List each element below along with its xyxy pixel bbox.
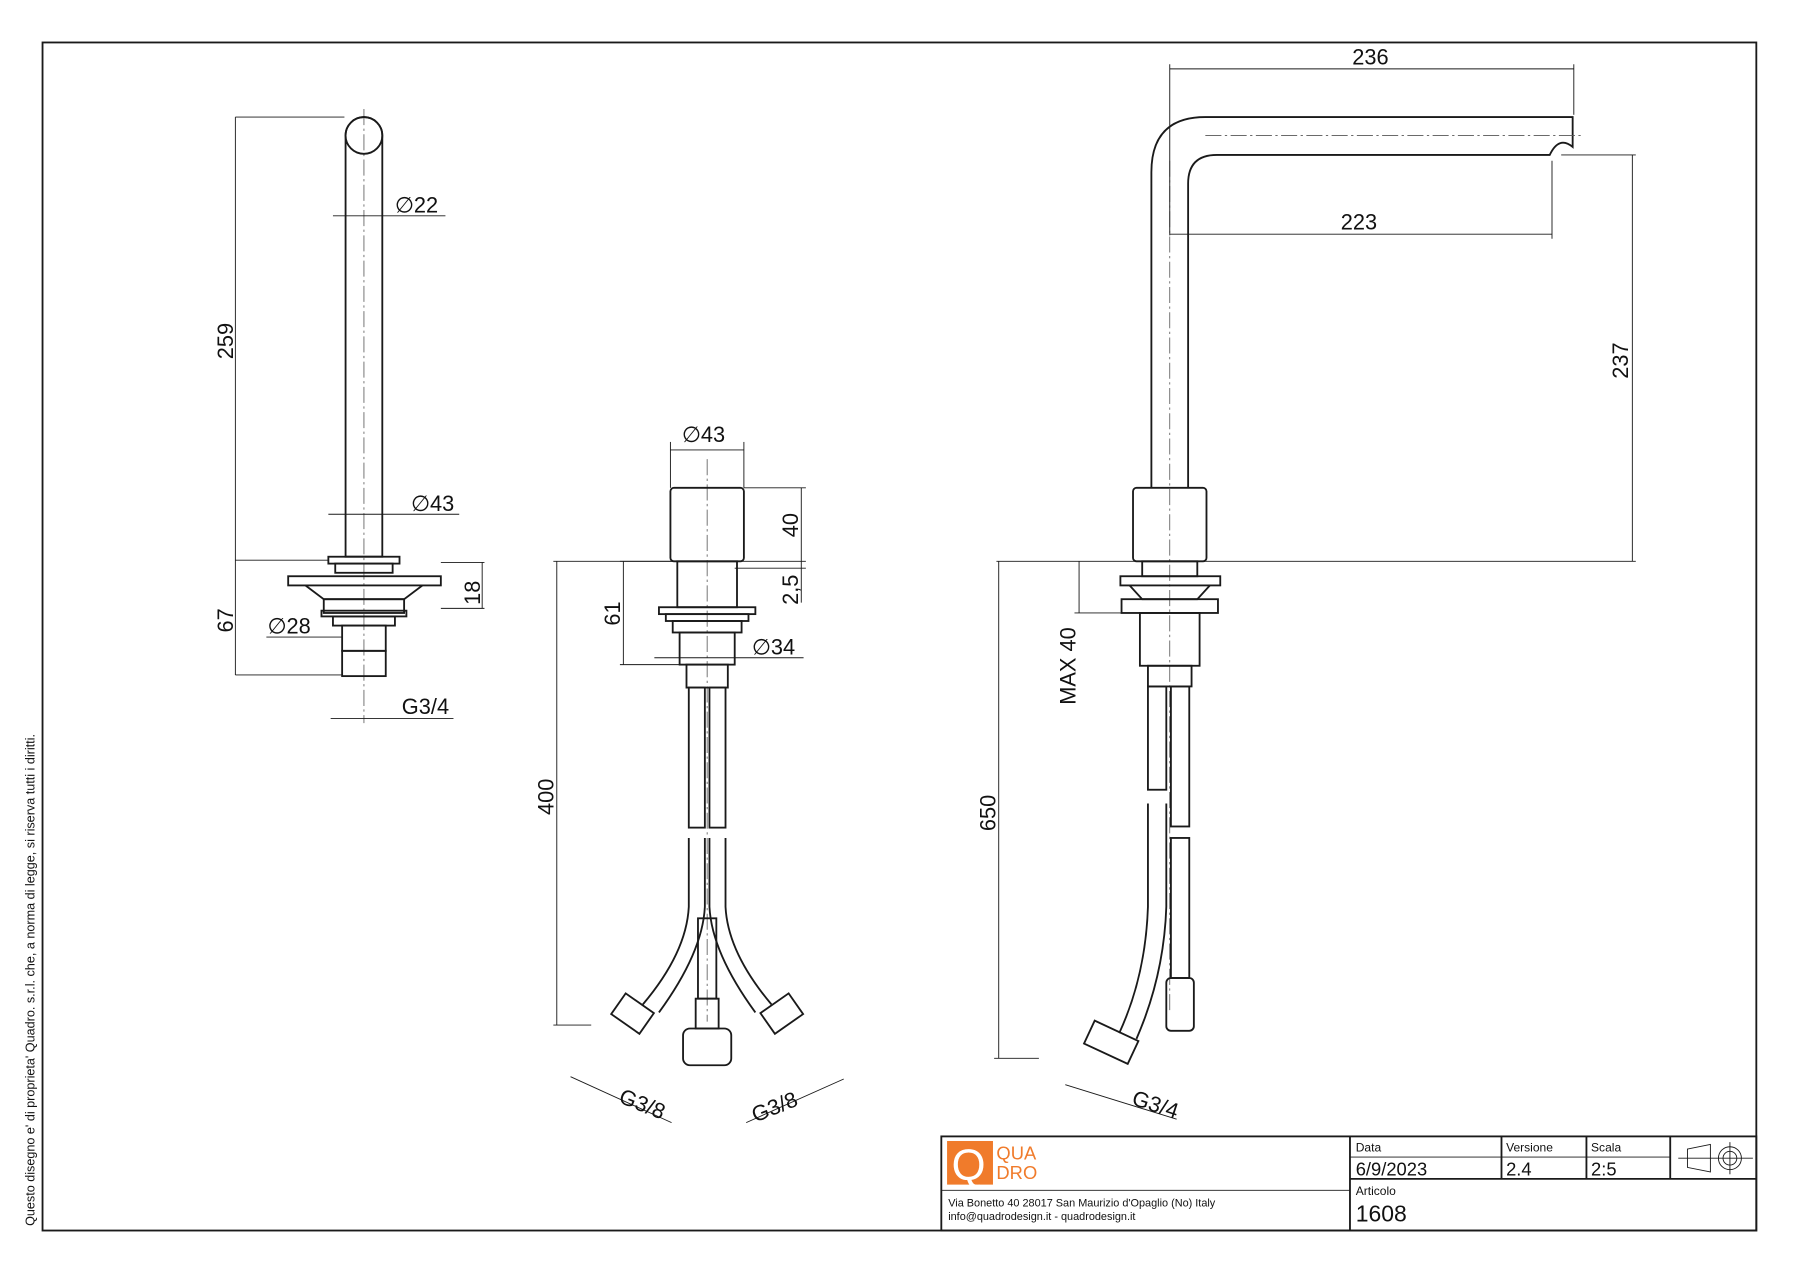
left-view-spout: ∅22 259 ∅43 67 ∅28 18 G3/4 xyxy=(213,109,485,724)
dim-left-18: 18 xyxy=(460,581,485,605)
scale-value: 2:5 xyxy=(1591,1158,1617,1179)
dim-right-g34: G3/4 xyxy=(1129,1085,1182,1123)
dim-right-236: 236 xyxy=(1352,44,1388,69)
dim-mid-g38-right: G3/8 xyxy=(748,1086,801,1127)
svg-text:QUA: QUA xyxy=(996,1142,1037,1163)
version-value: 2.4 xyxy=(1506,1158,1532,1179)
copyright-note: Questo disegno e' di proprieta' Quadro. … xyxy=(23,734,37,1226)
dim-left-259: 259 xyxy=(213,323,238,359)
dim-mid-400: 400 xyxy=(533,779,558,815)
dim-mid-2-5: 2,5 xyxy=(778,575,803,605)
title-block: Q QUA DRO Via Bonetto 40 28017 San Mauri… xyxy=(940,1135,1758,1232)
dim-mid-40: 40 xyxy=(778,513,803,537)
company-address: Via Bonetto 40 28017 San Maurizio d'Opag… xyxy=(948,1197,1216,1209)
third-angle-projection-icon xyxy=(1678,1142,1753,1175)
dim-left-dia-22: ∅22 xyxy=(395,192,438,217)
company-contact: info@quadrodesign.it - quadrodesign.it xyxy=(948,1211,1135,1223)
drawing-border xyxy=(41,41,1758,1232)
dim-left-dia-28: ∅28 xyxy=(268,614,311,639)
article-value: 1608 xyxy=(1356,1200,1407,1226)
dim-right-223: 223 xyxy=(1341,210,1377,235)
dim-right-237: 237 xyxy=(1608,342,1633,378)
dim-left-67: 67 xyxy=(213,608,238,632)
dim-mid-61: 61 xyxy=(600,601,625,625)
dim-mid-g38-left: G3/8 xyxy=(616,1083,669,1124)
dim-right-max-40: MAX 40 xyxy=(1056,627,1081,705)
dim-mid-dia-43: ∅43 xyxy=(682,422,725,447)
date-label: Data xyxy=(1356,1140,1382,1154)
dim-mid-dia-34: ∅34 xyxy=(752,634,795,659)
dim-left-g34: G3/4 xyxy=(402,694,449,719)
quadro-logo: Q QUA DRO xyxy=(947,1140,1037,1190)
svg-text:Q: Q xyxy=(952,1142,986,1190)
article-label: Articolo xyxy=(1356,1184,1396,1198)
dim-right-650: 650 xyxy=(975,795,1000,831)
scale-label: Scala xyxy=(1591,1140,1621,1154)
date-value: 6/9/2023 xyxy=(1356,1158,1427,1179)
dim-left-dia-43: ∅43 xyxy=(411,491,454,516)
middle-view-mixer: ∅43 40 2,5 61 ∅34 400 G3/8 G3/8 xyxy=(533,422,844,1127)
svg-text:DRO: DRO xyxy=(996,1162,1037,1183)
right-view-side: 236 223 237 MAX 40 650 G3/4 xyxy=(975,44,1636,1124)
version-label: Versione xyxy=(1506,1140,1553,1154)
